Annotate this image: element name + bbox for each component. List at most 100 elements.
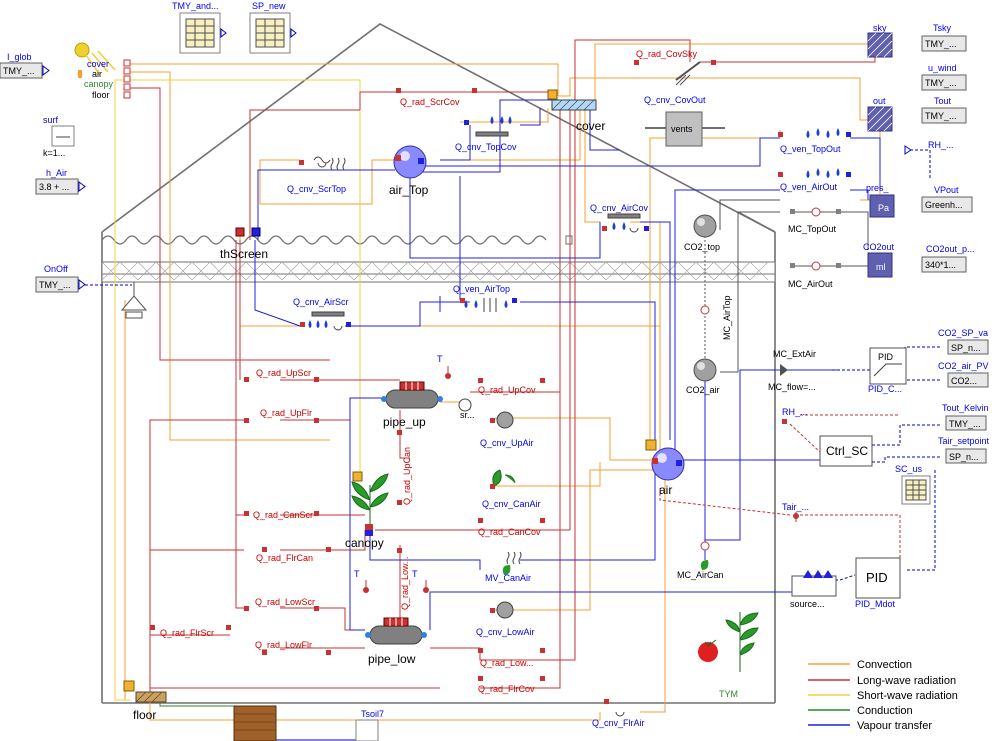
rad-flrcov[interactable]: Q_rad_FlrCov (478, 676, 545, 694)
tmy-and-label: TMY_and... (172, 1, 219, 11)
pres-node[interactable]: pres_ Pa (866, 183, 895, 218)
pid-mdot-block[interactable]: PID PID_Mdot (855, 557, 901, 609)
ctrl-sc-label: Ctrl_SC (826, 444, 868, 458)
rh-block[interactable]: RH_... (904, 140, 954, 155)
q-rad-lowflr-label: Q_rad_LowFlr (255, 640, 312, 650)
rad-flrcan[interactable]: Q_rad_FlrCan (256, 547, 331, 563)
u-wind-block[interactable]: u_wind TMY_... (921, 63, 967, 91)
solar-floor-label: floor (92, 90, 110, 100)
tout-block[interactable]: Tout TMY_... (921, 96, 967, 124)
rad-upcan[interactable]: Q_rad_UpCan (397, 430, 412, 505)
vpout-block[interactable]: VPout Greenh... (921, 185, 973, 213)
tair-setpoint-block[interactable]: Tair_setpoint SP_n... (938, 436, 990, 464)
rad-lowflr[interactable]: Q_rad_LowFlr (255, 640, 331, 655)
tmy-and-block[interactable]: TMY_and... (172, 1, 227, 54)
pipe-up-label: pipe_up (383, 415, 426, 429)
pid-co2-block[interactable]: PID PID_C... (868, 347, 907, 394)
co2out-unit: ml (876, 262, 886, 272)
mc-aircan[interactable]: MC_AirCan (677, 541, 724, 580)
solar-model[interactable]: cover air canopy floor (74, 42, 131, 100)
mc-airout[interactable]: MC_AirOut (788, 261, 841, 289)
onoff-block[interactable]: OnOff TMY_... (35, 264, 148, 319)
sr-node[interactable]: sr... (458, 398, 475, 420)
rad-low2[interactable]: Q_rad_Low... (478, 648, 545, 668)
co2-sp-block[interactable]: CO2_SP_va SP_n... (938, 328, 989, 355)
cnv-topcov[interactable]: Q_cnv_TopCov (455, 116, 517, 152)
thscreen-label: thScreen (220, 247, 268, 261)
cnv-airscr[interactable]: Q_cnv_AirScr (293, 297, 351, 331)
cnv-upair[interactable]: Q_cnv_UpAir (480, 411, 534, 448)
co2-top-label: CO2_top (684, 242, 720, 252)
rad-canscr[interactable]: Q_rad_CanScr (244, 510, 319, 520)
i-glob-block[interactable]: I_glob TMY_... (0, 52, 50, 79)
pipe-low-node[interactable]: pipe_low (365, 617, 427, 666)
tair-sensor[interactable]: Tair_... (782, 502, 809, 522)
rad-upcov[interactable]: Q_rad_UpCov (478, 378, 545, 395)
vpout-value: Greenh... (925, 200, 963, 210)
t-sensors-low[interactable]: T T (354, 569, 429, 593)
surf-block[interactable]: surf k=1... (43, 115, 75, 158)
mc-topout[interactable]: MC_TopOut (788, 207, 841, 234)
ven-topout[interactable]: Q_ven_TopOut (778, 128, 851, 154)
co2out-node[interactable]: CO2out ml (863, 242, 895, 278)
u-wind-value: TMY_... (925, 78, 957, 88)
tsky-block[interactable]: Tsky TMY_... (921, 23, 967, 52)
rad-flrscr[interactable]: Q_rad_FlrScr (150, 625, 231, 638)
q-cnv-upair-label: Q_cnv_UpAir (480, 438, 534, 448)
q-ven-airout-label: Q_ven_AirOut (780, 182, 838, 192)
ven-airout[interactable]: Q_ven_AirOut (778, 168, 851, 192)
cnv-scrtop[interactable]: Q_cnv_ScrTop (287, 156, 346, 194)
cnv-lowair[interactable]: Q_cnv_LowAir (476, 601, 535, 637)
canopy-label: canopy (345, 536, 384, 550)
cnv-flrair[interactable]: Q_cnv_FlrAir (592, 699, 645, 728)
co2-air-pv-block[interactable]: CO2_air_PV CO2... (938, 361, 989, 388)
sp-new-block[interactable]: SP_new (249, 1, 297, 54)
tsoil-block[interactable]: Tsoil7 (355, 709, 384, 741)
greenhouse-outline (101, 23, 776, 704)
q-cnv-covout-label: Q_cnv_CovOut (644, 95, 706, 105)
out-node[interactable]: out (867, 96, 893, 132)
rad-cancov[interactable]: Q_rad_CanCov (478, 518, 545, 537)
source-block[interactable]: source... (790, 570, 837, 609)
cnv-covout[interactable]: Q_cnv_CovOut (644, 74, 706, 105)
canopy-node[interactable]: canopy (345, 471, 389, 550)
mc-extair[interactable]: MC_ExtAir MC_flow=... (768, 349, 816, 392)
covsky-radiation[interactable]: Q_rad_CovSky (634, 49, 716, 81)
air-node[interactable]: air (645, 439, 685, 497)
cnv-canair[interactable]: Q_cnv_CanAir (482, 469, 541, 509)
sky-node[interactable]: sky (867, 23, 893, 58)
scrcov-radiation[interactable]: Q_rad_ScrCov (396, 88, 477, 107)
ven-airtop[interactable]: Q_ven_AirTop (453, 284, 517, 312)
floor-node[interactable]: floor (123, 680, 167, 722)
co2-sp-value: SP_n... (951, 343, 981, 353)
rad-upscr[interactable]: Q_rad_UpScr (244, 368, 319, 382)
air-top-node[interactable]: air_Top (389, 145, 429, 197)
co2-air-node[interactable]: CO2_air (686, 358, 720, 395)
pres-unit: Pa (878, 203, 889, 213)
vents-node[interactable]: vents (665, 111, 703, 147)
co2-top-node[interactable]: CO2_top (684, 214, 720, 252)
q-cnv-topcov-label: Q_cnv_TopCov (455, 142, 517, 152)
rad-low-vertical[interactable]: Q_rad_Low... (397, 548, 410, 610)
soil-node[interactable] (233, 705, 277, 741)
q-rad-low2-label: Q_rad_Low... (480, 658, 534, 668)
rad-lowscr[interactable]: Q_rad_LowScr (244, 597, 319, 611)
sc-us-block[interactable]: SC_us (895, 464, 931, 505)
q-rad-lowscr-label: Q_rad_LowScr (255, 597, 315, 607)
cover-node[interactable]: cover (547, 89, 605, 133)
tym-plant[interactable]: TYM (698, 612, 759, 699)
pipe-up-node[interactable]: pipe_up (381, 381, 443, 429)
rh-sensor[interactable]: RH_... (782, 407, 808, 424)
mc-airtop[interactable]: MC_AirTop (700, 295, 732, 340)
thscreen-node[interactable]: thScreen (220, 227, 268, 261)
co2out-label: CO2out_p... (926, 244, 975, 254)
co2out-block[interactable]: CO2out_p... 340*1... (921, 244, 975, 273)
mv-canair[interactable]: MV_CanAir (485, 551, 531, 583)
tout-kelvin-block[interactable]: Tout_Kelvin TMY_... (942, 403, 989, 431)
rad-upflr[interactable]: Q_rad_UpFlr (244, 408, 319, 423)
cnv-aircov[interactable]: Q_cnv_AirCov (590, 203, 649, 233)
h-air-block[interactable]: h_Air 3.8 + ... (35, 168, 86, 195)
ctrl-sc-block[interactable]: Ctrl_SC (819, 435, 873, 467)
t-sensor-up[interactable]: T (437, 354, 451, 379)
